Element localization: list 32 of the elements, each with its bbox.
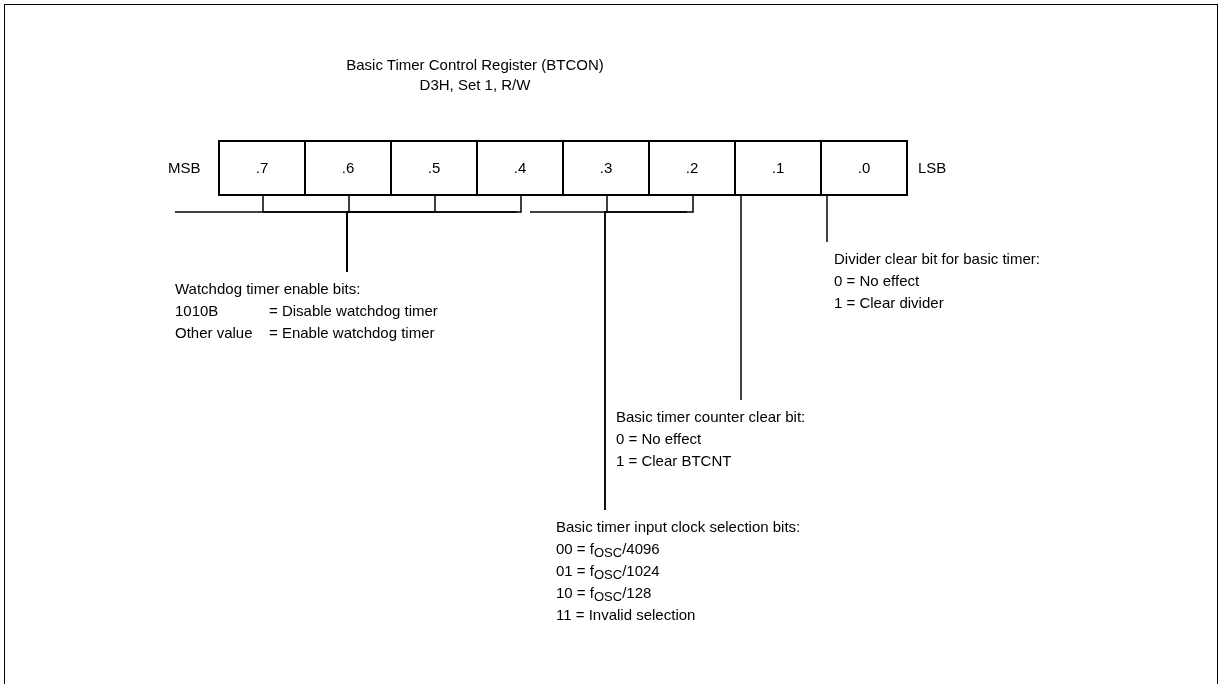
bit-value: Other value (175, 323, 254, 343)
value-meaning: = Enable watchdog timer (269, 323, 436, 343)
bit-cell: .0 (822, 142, 908, 194)
leader-line (346, 195, 522, 273)
value-meaning: 1 = Clear BTCNT (616, 451, 733, 471)
value-meaning: 11 = Invalid selection (556, 605, 697, 625)
field-description-heading: Watchdog timer enable bits: (175, 279, 362, 299)
field-description-heading: Divider clear bit for basic timer: (834, 249, 1040, 269)
value-meaning: 10 = f$_{OSC}$/128 (556, 583, 653, 604)
diagram-title: Basic Timer Control Register (BTCON) (346, 55, 604, 75)
bit-cell: .4 (478, 142, 564, 194)
value-meaning: 01 = f$_{OSC}$/1024 (556, 561, 661, 582)
bit-cell: .7 (220, 142, 306, 194)
bit-cell: .5 (392, 142, 478, 194)
field-description-heading: Basic timer counter clear bit: (616, 407, 806, 427)
bit-cell: .1 (736, 142, 822, 194)
msb-label: MSB (168, 158, 201, 178)
value-meaning: = Disable watchdog timer (269, 301, 438, 321)
leader-line (740, 195, 742, 401)
field-description-heading: Basic timer input clock selection bits: (556, 517, 801, 537)
value-meaning: 0 = No effect (834, 271, 921, 291)
lsb-label: LSB (918, 158, 947, 178)
register-address: D3H, Set 1, R/W (419, 75, 531, 95)
value-meaning: 0 = No effect (616, 429, 703, 449)
bit-value: 1010B (175, 301, 220, 321)
leader-line (826, 195, 828, 243)
value-meaning: 1 = Clear divider (834, 293, 945, 313)
bit-cell: .3 (564, 142, 650, 194)
value-meaning: 00 = f$_{OSC}$/4096 (556, 539, 661, 560)
leader-line (604, 195, 694, 511)
bit-cell: .2 (650, 142, 736, 194)
bit-cell: .6 (306, 142, 392, 194)
